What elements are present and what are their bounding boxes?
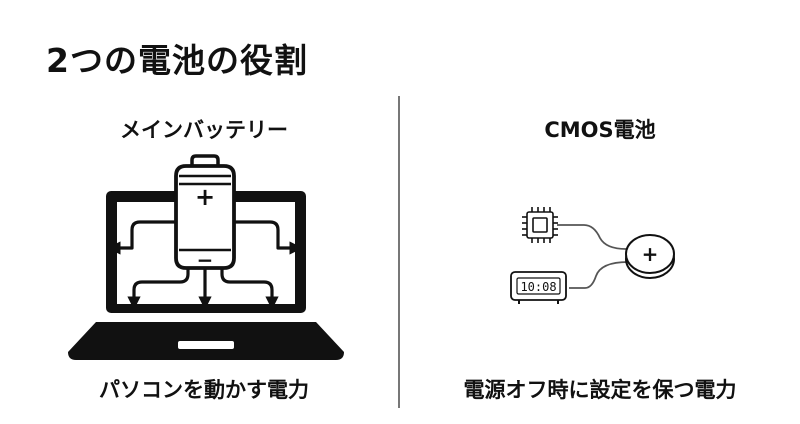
coin-cell-plus-symbol: +: [642, 242, 659, 266]
arrow-icon: [107, 220, 303, 310]
clock-readout: 10:08: [520, 280, 556, 294]
main-battery-heading: メインバッテリー: [120, 118, 288, 142]
battery-minus-symbol: −: [197, 248, 214, 272]
battery-plus-symbol: +: [195, 183, 215, 211]
digital-clock-icon: [510, 271, 567, 304]
page-title: 2つの電池の役割: [46, 41, 308, 80]
center-divider: [398, 96, 400, 408]
coin-cell-icon: [625, 234, 675, 279]
main-battery-caption: パソコンを動かす電力: [99, 378, 309, 402]
cmos-wires: [557, 224, 629, 289]
cmos-battery-caption: 電源オフ時に設定を保つ電力: [463, 378, 737, 402]
battery-icon: [174, 154, 236, 270]
cpu-chip-icon: [522, 207, 558, 243]
cmos-battery-heading: CMOS電池: [544, 118, 656, 142]
